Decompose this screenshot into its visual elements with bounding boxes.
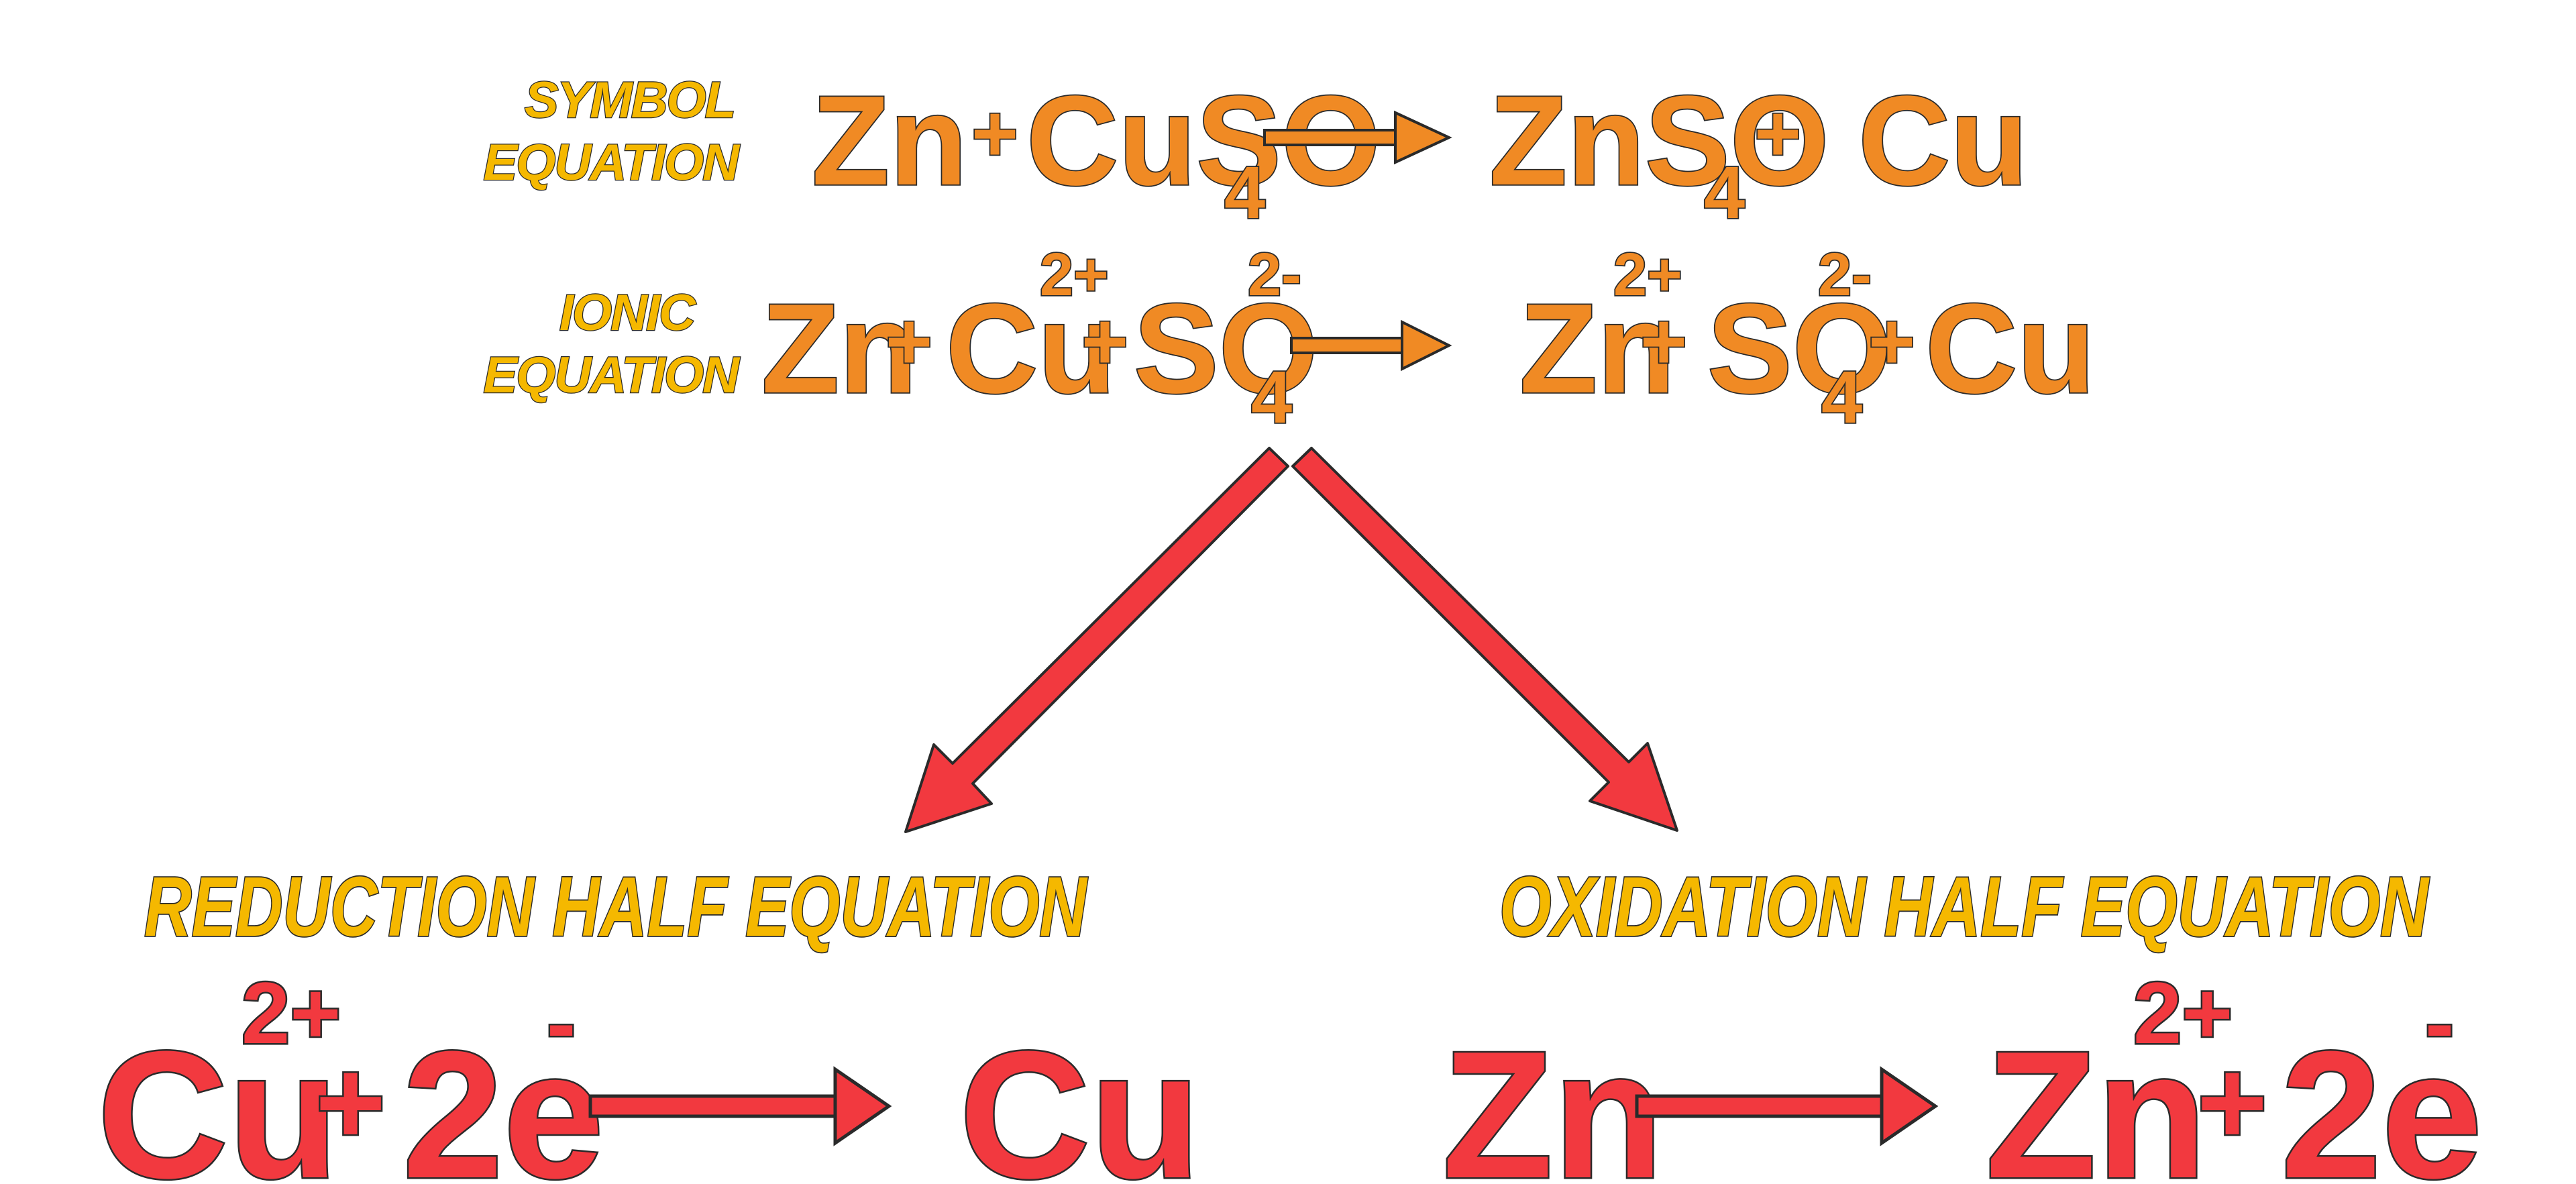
ionic-product-zn-charge: 2+ [1613,241,1682,309]
ionic-reactant-zn: Zn [761,278,917,420]
reduction-reaction-arrow [588,1066,892,1146]
ionic-product-so4-subscript: 4 [1821,356,1862,439]
symbol-product-znso4: ZnSO [1489,70,1829,212]
reduction-electron-charge: - [547,974,576,1072]
ionic-reactant-so4: SO [1134,278,1318,420]
ionic-reactant-so4-charge: 2- [1248,241,1301,309]
ionic-product-so4: SO [1707,278,1892,420]
ionic-reactant-cu-charge: 2+ [1040,241,1109,309]
ionic-product-zn: Zn [1519,278,1675,420]
reduction-reactant-cu: Cu [97,1014,339,1184]
reduction-half-equation: Cu 2+ + 2e - Cu [96,963,1203,1184]
reduction-heading: REDUCTION HALF EQUATION [144,859,1088,954]
oxidation-reaction-arrow [1635,1066,1939,1146]
reduction-split-arrow [904,447,1289,833]
ionic-reactant-cu: Cu [946,278,1116,420]
symbol-equation-label: SYMBOL EQUATION [482,71,743,193]
ionic-plus-3: + [1640,297,1687,386]
oxidation-electrons: 2e [2281,1014,2482,1184]
oxidation-half-equation: Zn Zn 2+ + 2e - [1441,963,2484,1184]
oxidation-heading: OXIDATION HALF EQUATION [1499,859,2430,954]
oxidation-product-zn-charge: 2+ [2133,964,2233,1062]
oxidation-reactant-zn: Zn [1442,1014,1664,1184]
oxidation-split-arrow [1291,447,1678,832]
symbol-product-cu: Cu [1858,70,2028,212]
symbol-equation: Zn + CuSO 4 ZnSO 4 + Cu [810,68,2029,235]
oxidation-product-zn: Zn [1986,1014,2207,1184]
ionic-product-so4-charge: 2- [1818,241,1872,309]
reduction-plus: + [315,1035,386,1170]
symbol-reactant-zn: Zn [812,70,967,212]
symbol-label-line2: EQUATION [484,134,741,191]
symbol-plus-1: + [971,89,1018,178]
reduction-product-cu: Cu [959,1014,1201,1184]
symbol-product-subscript: 4 [1704,152,1745,234]
ionic-label-line2: EQUATION [484,347,741,404]
ionic-reactant-so4-subscript: 4 [1251,356,1292,439]
reduction-electrons: 2e [402,1014,604,1184]
oxidation-electron-charge: - [2425,974,2454,1072]
ionic-plus-4: + [1868,297,1915,386]
ionic-equation-label: IONIC EQUATION [482,284,743,405]
oxidation-plus: + [2197,1035,2267,1170]
symbol-label-line1: SYMBOL [525,72,735,129]
ionic-plus-1: + [885,297,932,386]
ionic-plus-2: + [1081,297,1128,386]
symbol-reaction-arrow [1263,110,1452,165]
ionic-product-cu: Cu [1925,278,2095,420]
ionic-label-line1: IONIC [559,284,696,341]
ionic-reaction-arrow [1290,319,1452,372]
reduction-reactant-cu-charge: 2+ [241,964,341,1062]
symbol-plus-2: + [1754,89,1801,178]
symbol-reactant-subscript: 4 [1224,152,1265,234]
ionic-equation: Zn + Cu 2+ + SO 2- 4 Zn 2+ + SO 2- 4 + C… [760,240,2096,440]
